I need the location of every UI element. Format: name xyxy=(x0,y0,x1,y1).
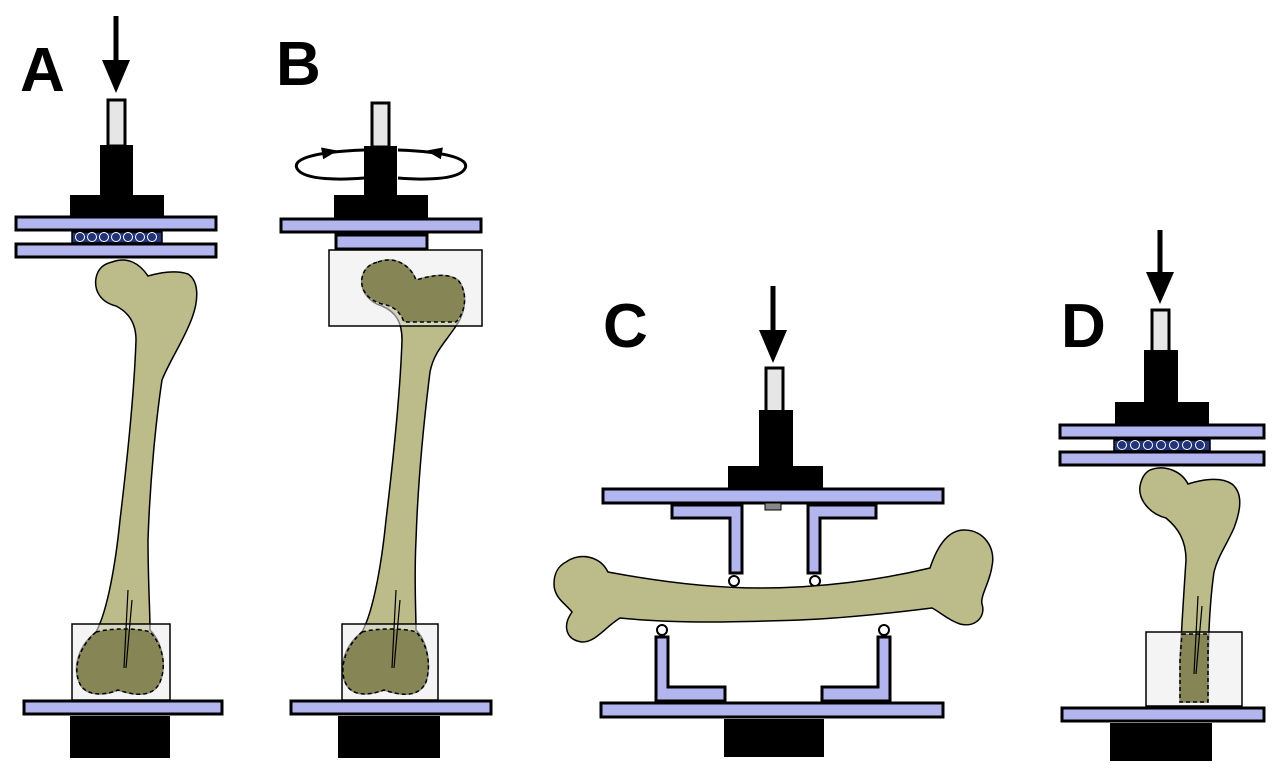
lower-left-roller xyxy=(656,624,668,636)
femur xyxy=(553,529,994,643)
load-shaft xyxy=(764,366,785,414)
embedded-femoral-head xyxy=(360,259,466,323)
bottom-plate xyxy=(289,699,493,716)
center-pin xyxy=(764,502,782,511)
ball-bearing-layer xyxy=(71,231,163,244)
panel-label-d: D xyxy=(1061,292,1106,361)
panel-label-c: C xyxy=(603,292,648,361)
upper-right-loading-arm xyxy=(806,503,878,575)
base-block xyxy=(70,716,170,758)
lower-right-support xyxy=(820,635,892,703)
arrow-down-icon xyxy=(1146,230,1174,304)
panel-a-axial-compression xyxy=(14,16,224,758)
fixture-block xyxy=(1115,402,1209,426)
base-block xyxy=(338,716,440,758)
bottom-plate xyxy=(22,699,224,716)
panel-c-four-point-bending xyxy=(553,286,994,757)
base-block xyxy=(724,719,824,757)
upper-right-roller xyxy=(809,575,821,587)
base-block xyxy=(1110,723,1212,761)
load-cell-block xyxy=(100,145,133,197)
panel-d-axial-compression xyxy=(1058,230,1266,761)
fixture-block xyxy=(728,466,823,490)
arrow-down-icon xyxy=(102,16,130,93)
embedded-condyles xyxy=(76,628,164,695)
lower-right-roller xyxy=(878,624,890,636)
embedded-condyles xyxy=(342,628,430,695)
load-cell-block xyxy=(364,146,397,196)
load-shaft xyxy=(106,98,127,148)
top-plate xyxy=(14,215,218,232)
panel-b-torsion xyxy=(279,101,493,758)
lower-left-support xyxy=(654,635,727,703)
fixture-block xyxy=(70,195,164,219)
upper-fixture-plate xyxy=(601,487,945,505)
upper-adapter-plate xyxy=(334,233,429,251)
panel-label-a: A xyxy=(20,36,65,105)
ball-bearing-layer xyxy=(1113,439,1211,452)
upper-loading-plate xyxy=(14,242,218,259)
load-cell-block xyxy=(759,410,793,468)
panel-label-b: B xyxy=(276,30,321,99)
top-plate xyxy=(279,217,483,234)
top-plate xyxy=(1058,423,1266,440)
upper-loading-plate xyxy=(1058,450,1266,467)
load-cell-block xyxy=(1144,350,1178,404)
lower-fixture-plate xyxy=(599,701,945,719)
fixture-block xyxy=(334,195,428,221)
arrow-down-icon xyxy=(759,286,787,363)
bottom-plate xyxy=(1060,706,1266,723)
load-shaft xyxy=(370,101,391,149)
load-shaft xyxy=(1150,308,1171,354)
rotation-arrows-icon xyxy=(294,147,468,181)
upper-left-loading-arm xyxy=(670,503,744,575)
upper-left-roller xyxy=(728,575,740,587)
